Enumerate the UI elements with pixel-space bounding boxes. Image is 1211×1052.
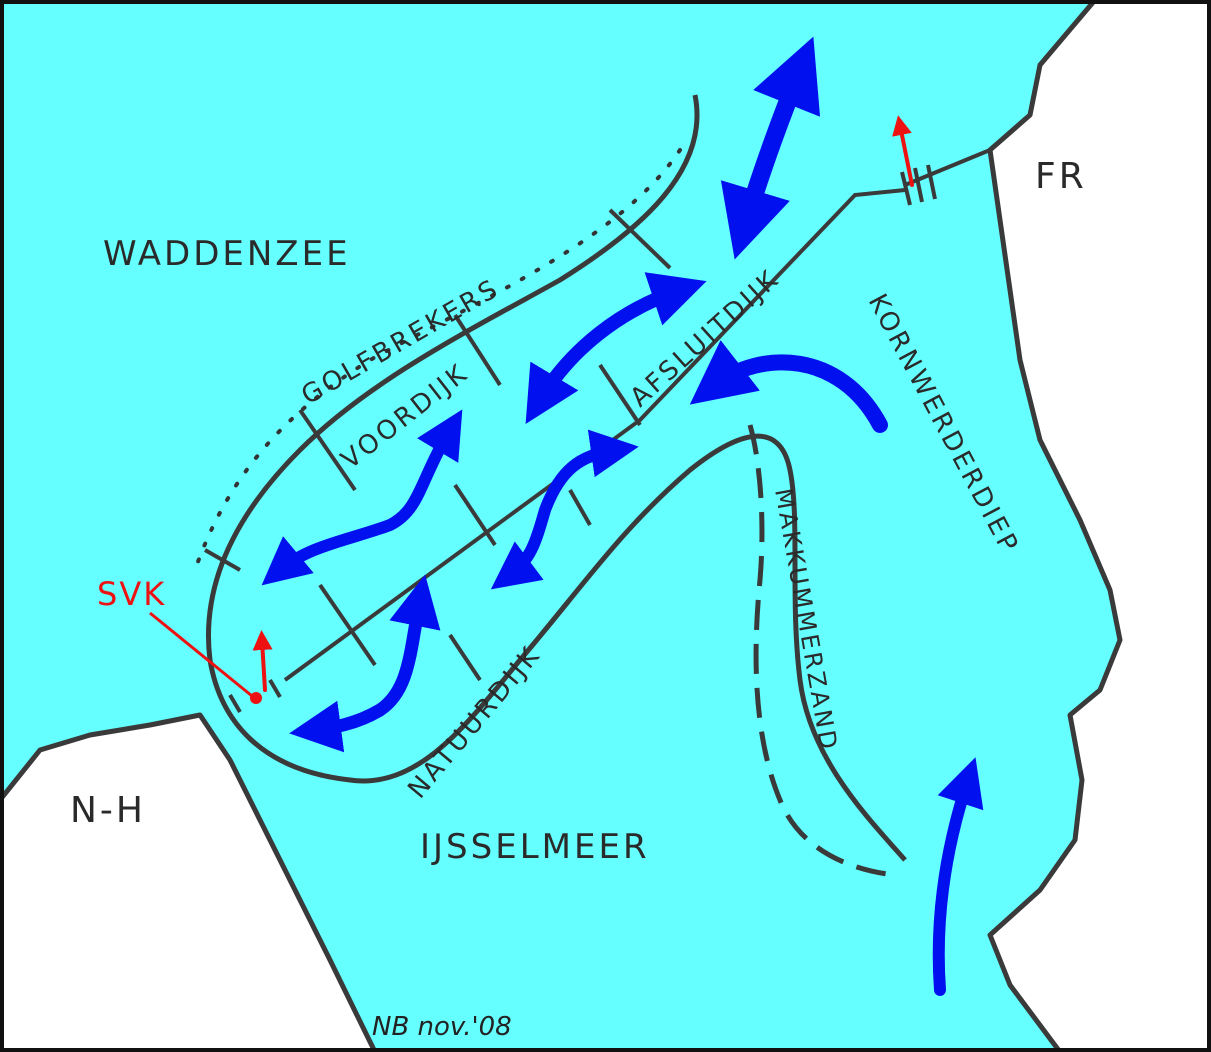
- svk-leader-line: [149, 611, 253, 698]
- golfbrekers-dotted-line: [193, 148, 682, 572]
- flow-arrow-icon: [720, 36, 821, 260]
- voordijk-line: [206, 94, 907, 862]
- label-svk: SVK: [97, 575, 166, 613]
- signature: NB nov.'08: [372, 1012, 512, 1042]
- label-nh: N-H: [70, 790, 146, 831]
- label-fr: FR: [1035, 156, 1087, 197]
- label-ijsselmeer: IJSSELMEER: [420, 827, 650, 867]
- flow-arrow-icon: [525, 272, 707, 425]
- outlet-arrow-icon: [892, 115, 914, 187]
- makkummerzand-dashed-line: [747, 424, 896, 878]
- flow-arrow-icon: [289, 574, 441, 753]
- flow-arrow-icon: [490, 429, 639, 590]
- sluice-north: [900, 164, 937, 206]
- svk-marker: [250, 692, 262, 704]
- outlet-arrow-icon: [252, 630, 273, 692]
- land-friesland: [987, 0, 1211, 1052]
- label-waddenzee: WADDENZEE: [103, 234, 351, 274]
- afsluitdijk-line: [283, 188, 906, 682]
- flow-arrow-icon: [932, 757, 984, 996]
- sluice-svk: [228, 678, 282, 714]
- flow-arrow-icon: [689, 340, 888, 433]
- flow-arrow-icon: [261, 409, 463, 586]
- outlet-arrows: [252, 115, 914, 692]
- flow-arrows: [261, 36, 984, 996]
- land-noord-holland: [0, 712, 378, 1052]
